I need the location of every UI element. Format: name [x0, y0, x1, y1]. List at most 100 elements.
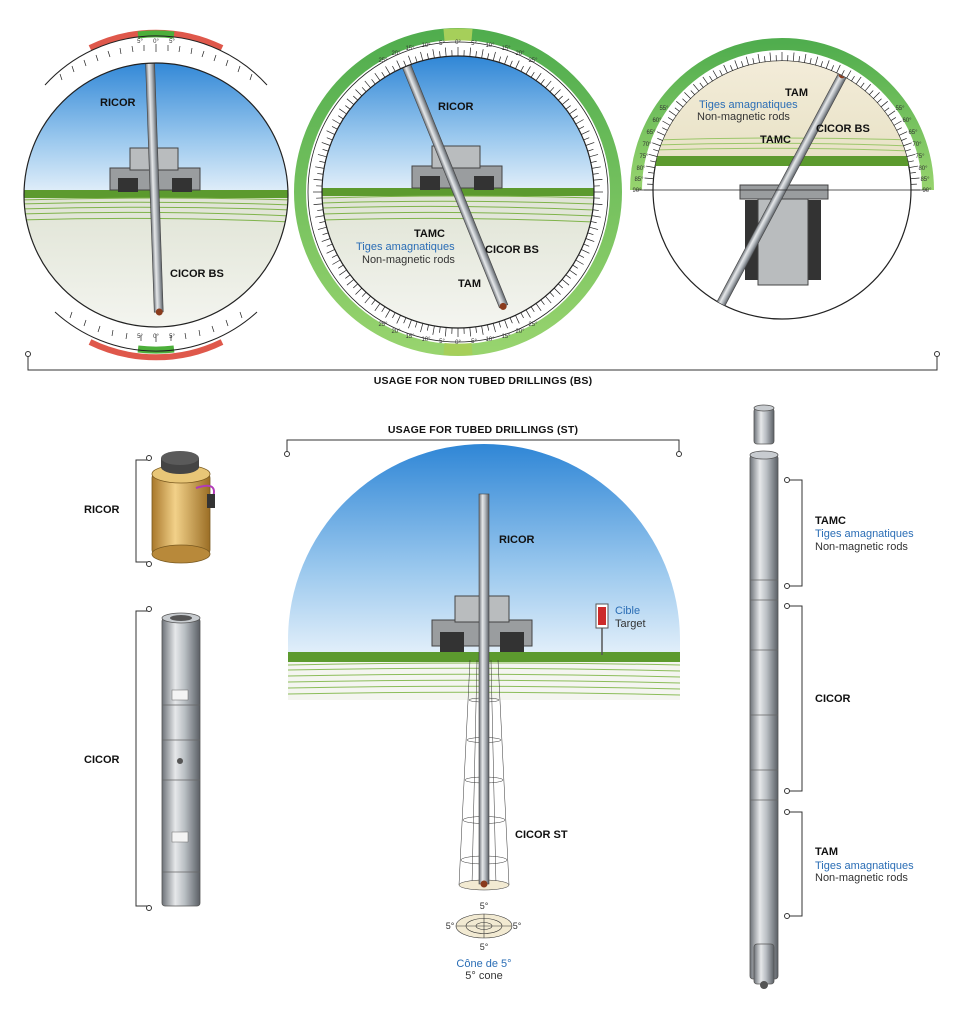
right-rod-assembly	[750, 405, 778, 989]
dial-tick-mark	[888, 111, 895, 116]
dial-right-r-deg-1: 60°	[902, 118, 912, 124]
rod-st	[479, 494, 489, 888]
cicor-component: CICOR	[84, 607, 200, 911]
right-tam-callout: TAM Tiges amagnatiques Non-magnetic rods	[785, 810, 915, 919]
st-ricor-label: RICOR	[499, 534, 535, 546]
dial-tick-mark	[758, 54, 760, 63]
dial-middle-top-deg-6: 5°	[471, 41, 477, 47]
dial-tick-mark	[896, 128, 901, 131]
dial-tick-mark	[657, 138, 663, 140]
right-tam-fr: Tiges amagnatiques	[815, 860, 914, 872]
dial-middle-top-deg-8: 15°	[501, 46, 511, 52]
left-cicor-label: CICOR	[84, 754, 120, 766]
dial-right-r-deg-3: 70°	[912, 142, 922, 148]
dial-tick-mark	[793, 53, 794, 62]
dial-right-l-deg-4: 75°	[639, 154, 649, 160]
dial-tick-mark	[684, 92, 690, 98]
dial-tick-mark	[884, 108, 889, 112]
dial-middle-bot-deg-7: 10°	[485, 337, 495, 343]
cone-deg-bottom: 5°	[480, 942, 489, 952]
dial-right-tamc-label: TAMC	[760, 134, 791, 146]
left-ricor-label: RICOR	[84, 504, 120, 516]
bs-section-title: USAGE FOR NON TUBED DRILLINGS (BS)	[374, 375, 593, 387]
ricor-component: RICOR	[84, 451, 215, 567]
dial-tick-mark	[856, 77, 861, 84]
dial-tick-mark	[693, 84, 699, 91]
dial-tick-mark	[770, 53, 771, 62]
dial-right-r-deg-2: 65°	[908, 130, 918, 136]
dial-tick-mark	[735, 60, 738, 68]
dial-tick-mark	[831, 65, 833, 71]
dial-tick-mark	[645, 178, 654, 179]
dial-middle-bot-deg-6: 5°	[471, 339, 477, 345]
st-cible-label: Cible	[615, 605, 640, 617]
dial-left: 5° 0° 5° 5° 0° 5° RICOR CICOR BS	[20, 33, 292, 358]
dial-tick-mark	[764, 56, 765, 62]
dial-middle-top-deg-2: 15°	[405, 46, 415, 52]
dial-left-cicor-bs-label: CICOR BS	[170, 268, 224, 280]
dial-tick-mark	[741, 61, 743, 67]
st-scene: RICOR Cible Target CICOR ST 5° 5° 5° 5° …	[288, 444, 680, 982]
dial-left-tick-bottom-0: 5°	[137, 334, 143, 340]
right-tam-label: TAM	[815, 846, 838, 858]
dial-right-tiges-label: Tiges amagnatiques	[699, 99, 798, 111]
dial-tick-mark	[903, 143, 911, 146]
dial-right-r-deg-4: 75°	[915, 154, 925, 160]
dial-tick-mark	[861, 83, 865, 88]
dial-tick-mark	[675, 108, 680, 112]
dial-middle-cicor-bs-label: CICOR BS	[485, 244, 539, 256]
dial-tick-mark	[662, 128, 667, 131]
dial-tick-mark	[691, 90, 695, 94]
dial-tick-mark	[894, 121, 902, 126]
dial-tick-mark	[908, 161, 914, 162]
dial-tick-mark	[668, 117, 673, 120]
dial-middle-top-deg-3: 10°	[421, 43, 431, 49]
dial-middle-top-deg-0: 25°	[378, 58, 388, 64]
right-cicor-callout: CICOR	[785, 604, 851, 794]
dial-tick-mark	[877, 99, 881, 103]
dial-middle-bot-deg-1: 20°	[391, 329, 401, 335]
dial-tick-mark	[746, 57, 748, 66]
dial-middle-bot-deg-8: 15°	[501, 334, 511, 340]
dial-tick-mark	[865, 84, 871, 91]
dial-tick-mark	[873, 92, 879, 98]
right-tamc-en: Non-magnetic rods	[815, 541, 908, 553]
dial-tick-mark	[657, 132, 665, 136]
dial-tick-mark	[720, 70, 723, 75]
dial-middle-tiges-label: Tiges amagnatiques	[356, 241, 455, 253]
dial-middle-ricor-label: RICOR	[438, 101, 474, 113]
dial-middle-tam-label: TAM	[458, 278, 481, 290]
dial-right-l-deg-7: 90°	[632, 188, 642, 194]
dial-tick-mark	[869, 90, 873, 94]
dial-tick-mark	[730, 65, 732, 71]
right-tamc-label: TAMC	[815, 515, 846, 527]
dial-tick-mark	[907, 154, 916, 156]
cone-en-label: 5° cone	[465, 970, 502, 982]
dial-tick-mark	[662, 121, 670, 126]
dial-tick-mark	[713, 70, 718, 78]
dial-middle-bot-deg-10: 25°	[528, 322, 538, 328]
dial-right-l-deg-6: 85°	[634, 177, 644, 183]
dial-tick-mark	[842, 70, 845, 75]
dial-right-r-deg-6: 85°	[920, 177, 930, 183]
dial-middle-bot-deg-9: 20°	[515, 329, 525, 335]
dial-middle-bot-deg-4: 5°	[439, 339, 445, 345]
dial-tick-mark	[753, 58, 754, 64]
dial-right-tam-label: TAM	[785, 87, 808, 99]
right-tam-en: Non-magnetic rods	[815, 872, 908, 884]
dial-right-r-deg-5: 80°	[918, 166, 928, 172]
dial-tick-mark	[709, 76, 712, 81]
dial-tick-mark	[724, 65, 728, 73]
dial-middle-nonmag-label: Non-magnetic rods	[362, 254, 455, 266]
dial-tick-mark	[682, 99, 686, 103]
dial-tick-mark	[881, 101, 888, 107]
dial-left-ricor-label: RICOR	[100, 97, 136, 109]
dial-middle-top-deg-5: 0°	[455, 40, 461, 46]
dial-tick-mark	[676, 101, 683, 107]
dial-tick-mark	[700, 83, 704, 88]
cone-disk	[456, 914, 512, 938]
dial-tick-mark	[649, 154, 658, 156]
dial-left-tick-top-1: 0°	[153, 39, 159, 45]
dial-middle-bot-deg-3: 10°	[421, 337, 431, 343]
